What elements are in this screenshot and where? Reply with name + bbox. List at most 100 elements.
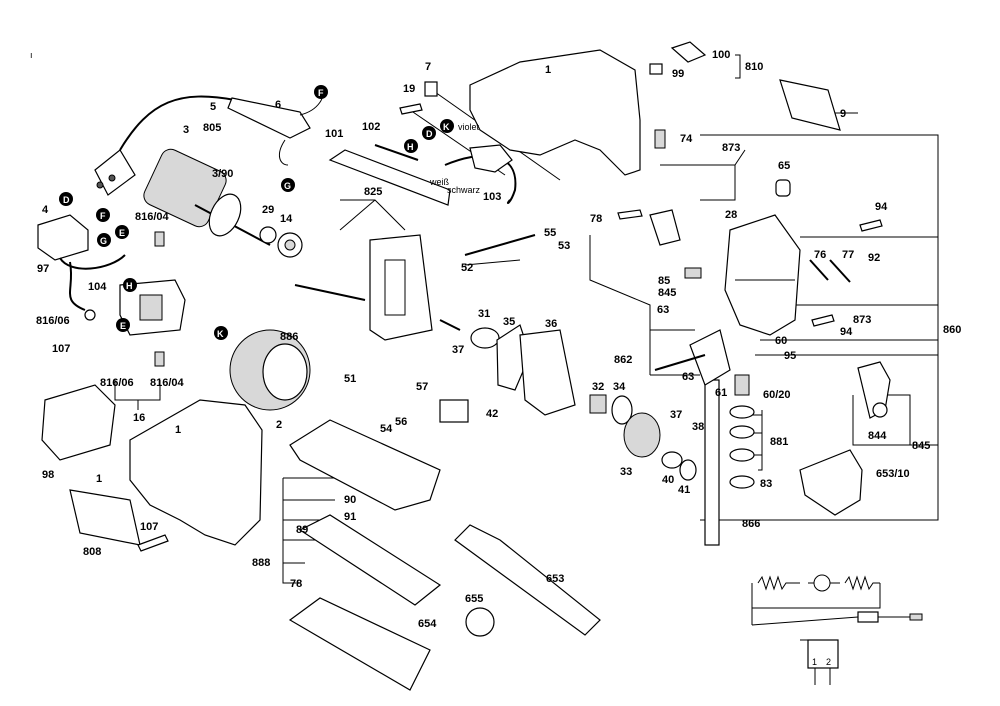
label-p91: 91 [344,511,356,523]
label-808 [69,489,141,546]
marker-e-bottom: E [120,321,126,331]
label-p3: 3 [183,124,189,136]
label-p28: 28 [725,209,737,221]
label-p6: 6 [275,99,281,111]
gear-block-873 [724,214,801,336]
label-p34: 34 [613,381,626,393]
cover-653-10 [799,449,863,516]
guide-862 [689,329,731,386]
label-p31: 31 [478,308,490,320]
label-p873-top: 873 [722,142,740,154]
label-p103: 103 [483,191,501,203]
label-p63-low: 63 [682,371,694,383]
label-p4: 4 [42,204,49,216]
connector-markers: D F G E H E K F G K D H [59,85,454,340]
marker-e-top: E [119,228,125,238]
label-p83: 83 [760,478,772,490]
label-p1-top: 1 [545,64,551,76]
switch-block [37,214,89,261]
label-p9: 9 [840,108,846,120]
label-p92: 92 [868,252,880,264]
label-p74: 74 [680,133,693,145]
label-p881: 881 [770,436,788,448]
shoe-89 [298,514,442,606]
label-p100: 100 [712,49,730,61]
label-p37-gear: 37 [670,409,682,421]
part-42 [439,399,469,423]
schematic-terminal-2: 2 [826,657,831,667]
label-p16: 16 [133,412,145,424]
label-p63-top: 63 [657,304,669,316]
label-p19: 19 [403,83,415,95]
wiring-schematic: 1 2 [751,574,923,685]
label-p816-06-left: 816/06 [36,315,70,327]
marker-h-left: H [126,281,133,291]
label-p33: 33 [620,466,632,478]
label-p35: 35 [503,316,515,328]
marker-h-top: H [407,142,414,152]
label-p810: 810 [745,61,763,73]
marker-g-left: G [100,236,107,246]
label-p845-right: 845 [912,440,930,452]
label-p77: 77 [842,249,854,261]
label-p5: 5 [210,101,216,113]
label-p860: 860 [943,324,961,336]
bracket-lines [114,54,939,584]
schematic-terminal-1: 1 [812,657,817,667]
label-p107-low: 107 [140,521,158,533]
label-p844: 844 [868,430,887,442]
housing-half-left [129,399,263,546]
tray-654 [288,597,431,691]
label-p866: 866 [742,518,760,530]
dust-adapter-653 [454,524,601,636]
label-p61: 61 [715,387,727,399]
marker-f-top: F [318,88,324,98]
label-p37: 37 [452,344,464,356]
label-p886: 886 [280,331,298,343]
label-p654: 654 [418,618,437,630]
label-9 [779,79,841,131]
label-p60-20: 60/20 [763,389,791,401]
label-p85: 85 [658,275,670,287]
label-p94-top: 94 [875,201,888,213]
label-p40: 40 [662,474,674,486]
label-p1-endcap: 1 [96,473,102,485]
housing-half-right [469,49,641,176]
label-p97: 97 [37,263,49,275]
label-p102: 102 [362,121,380,133]
carbon-brush-bottom [154,351,165,367]
label-p816-06-low: 816/06 [100,377,134,389]
label-p90: 90 [344,494,356,506]
label-p54: 54 [380,423,393,435]
label-p862: 862 [614,354,632,366]
marker-d-left: D [63,195,70,205]
label-p60: 60 [775,335,787,347]
label-p94-low: 94 [840,326,853,338]
label-p95: 95 [784,350,796,362]
label-p101: 101 [325,128,343,140]
label-p41: 41 [678,484,690,496]
label-p56: 56 [395,416,407,428]
label-p78: 78 [590,213,602,225]
plate-36 [519,329,576,416]
label-p816-04-low: 816/04 [150,377,185,389]
label-p76: 76 [814,249,826,261]
label-p653-10: 653/10 [876,468,910,480]
label-p29: 29 [262,204,274,216]
label-p653: 653 [546,573,564,585]
wire-label-violet: violet [458,122,480,132]
wire-labels: violet weiß schwarz [429,122,481,195]
button-100 [670,41,707,63]
label-p42: 42 [486,408,498,420]
cord-sleeve [227,97,311,139]
lever-101 [328,149,451,206]
baseplate [289,419,441,511]
label-p38: 38 [692,421,704,433]
washer-31 [470,327,500,349]
ring-83 [729,475,755,489]
wire-label-schwarz: schwarz [447,185,481,195]
wire-label-weiss: weiß [429,177,450,187]
label-p825: 825 [364,186,382,198]
part-number-labels: 1 1 1 2 3 3/90 4 5 805 6 7 9 14 16 19 28… [36,49,961,630]
